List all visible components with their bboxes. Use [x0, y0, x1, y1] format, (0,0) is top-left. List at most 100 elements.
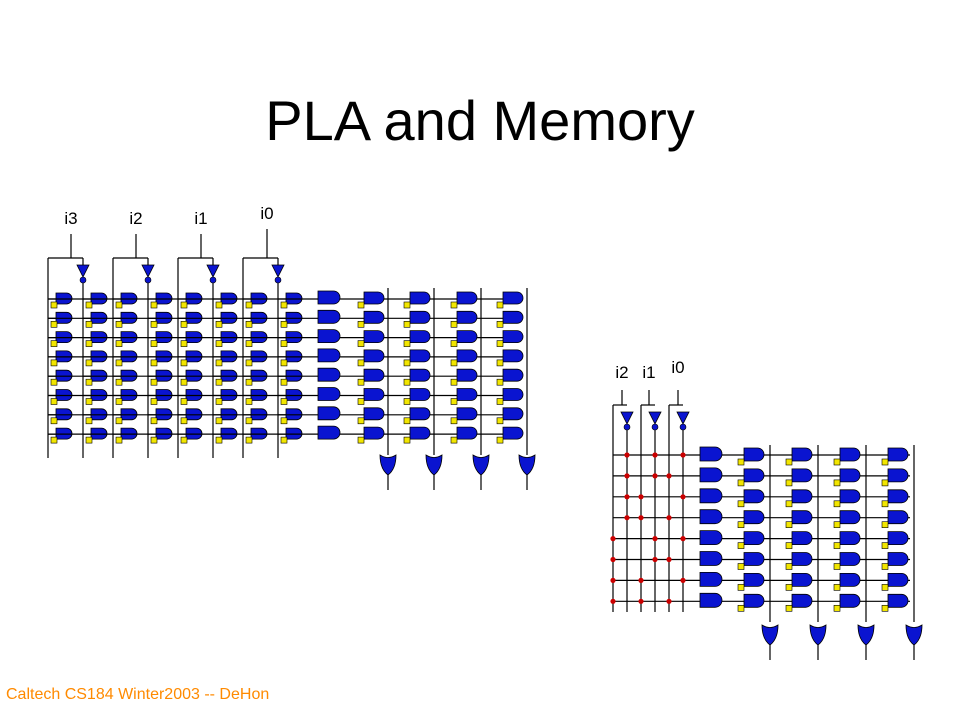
- config-bit: [115, 320, 123, 328]
- and-gate: [839, 573, 861, 587]
- config-bit: [737, 521, 745, 529]
- config-bit: [245, 436, 253, 444]
- config-bit: [150, 436, 158, 444]
- config-bit: [215, 359, 223, 367]
- config-bit: [280, 340, 288, 347]
- config-bit: [450, 398, 458, 405]
- config-bit: [450, 359, 458, 367]
- config-bit: [785, 584, 793, 591]
- config-bit: [280, 320, 288, 328]
- and-gate: [887, 531, 909, 545]
- config-bit: [150, 378, 158, 386]
- decoder-dot: [666, 473, 672, 479]
- config-bit: [833, 604, 841, 612]
- and-gate: [743, 531, 765, 545]
- config-bit: [881, 521, 889, 529]
- decoder-dot: [652, 452, 658, 458]
- config-bit: [785, 563, 793, 570]
- and-gate: [456, 388, 478, 401]
- decoder-dot: [652, 536, 658, 542]
- and-gate: [699, 572, 723, 587]
- and-gate: [363, 388, 385, 401]
- decoder-dot: [638, 515, 644, 521]
- and-gate: [456, 291, 478, 305]
- config-bit: [403, 398, 411, 405]
- config-bit: [785, 521, 793, 529]
- config-bit: [50, 398, 58, 405]
- config-bit: [496, 301, 504, 309]
- config-bit: [881, 500, 889, 508]
- config-bit: [496, 320, 504, 328]
- config-bit: [833, 521, 841, 529]
- config-bit: [280, 417, 288, 425]
- decoder-dot: [624, 494, 630, 500]
- and-gate: [699, 551, 723, 566]
- config-bit: [115, 301, 123, 309]
- input-label: i0: [671, 358, 684, 377]
- and-gate: [456, 349, 478, 363]
- and-gate: [363, 330, 385, 343]
- config-bit: [180, 378, 188, 386]
- and-gate: [887, 593, 909, 608]
- decoder-dot: [666, 556, 672, 563]
- config-bit: [280, 378, 288, 386]
- config-bit: [403, 417, 411, 425]
- config-bit: [403, 340, 411, 347]
- config-bit: [496, 398, 504, 405]
- config-bit: [450, 417, 458, 425]
- config-bit: [180, 340, 188, 347]
- and-gate: [502, 330, 524, 343]
- decoder-dot: [638, 598, 644, 604]
- or-gate: [379, 454, 397, 476]
- config-bit: [245, 378, 253, 386]
- config-bit: [280, 359, 288, 367]
- config-bit: [115, 378, 123, 386]
- config-bit: [450, 340, 458, 347]
- and-gate: [317, 309, 341, 324]
- inverter-bubble: [679, 423, 687, 431]
- config-bit: [150, 398, 158, 405]
- and-gate: [409, 349, 431, 363]
- decoder-dot: [610, 598, 616, 604]
- decoder-dot: [652, 556, 658, 563]
- config-bit: [881, 604, 889, 612]
- and-gate: [743, 593, 765, 608]
- or-gate: [905, 624, 923, 646]
- config-bit: [833, 458, 841, 466]
- inverter-bubble: [79, 276, 87, 284]
- and-gate: [839, 510, 861, 525]
- config-bit: [245, 340, 253, 347]
- decoder-dot: [610, 556, 616, 563]
- and-gate: [456, 330, 478, 343]
- or-gate: [761, 624, 779, 646]
- config-bit: [215, 436, 223, 444]
- config-bit: [115, 417, 123, 425]
- config-bit: [150, 359, 158, 367]
- config-bit: [450, 436, 458, 444]
- and-gate: [317, 425, 341, 440]
- decoder-dot: [680, 536, 686, 542]
- config-bit: [215, 378, 223, 386]
- config-bit: [85, 301, 93, 309]
- inverter-gate: [206, 264, 220, 278]
- config-bit: [881, 542, 889, 549]
- config-bit: [403, 301, 411, 309]
- config-bit: [357, 320, 365, 328]
- and-gate: [743, 489, 765, 504]
- and-gate: [456, 368, 478, 382]
- and-gate: [743, 510, 765, 525]
- config-bit: [150, 301, 158, 309]
- and-gate: [409, 368, 431, 382]
- and-gate: [502, 368, 524, 382]
- decoder-dot: [624, 452, 630, 458]
- and-gate: [791, 468, 813, 483]
- and-gate: [743, 447, 765, 462]
- inverter-gate: [620, 411, 634, 425]
- config-bit: [245, 359, 253, 367]
- inverter-bubble: [623, 423, 631, 431]
- config-bit: [833, 542, 841, 549]
- config-bit: [85, 417, 93, 425]
- config-bit: [737, 500, 745, 508]
- and-gate: [791, 552, 813, 566]
